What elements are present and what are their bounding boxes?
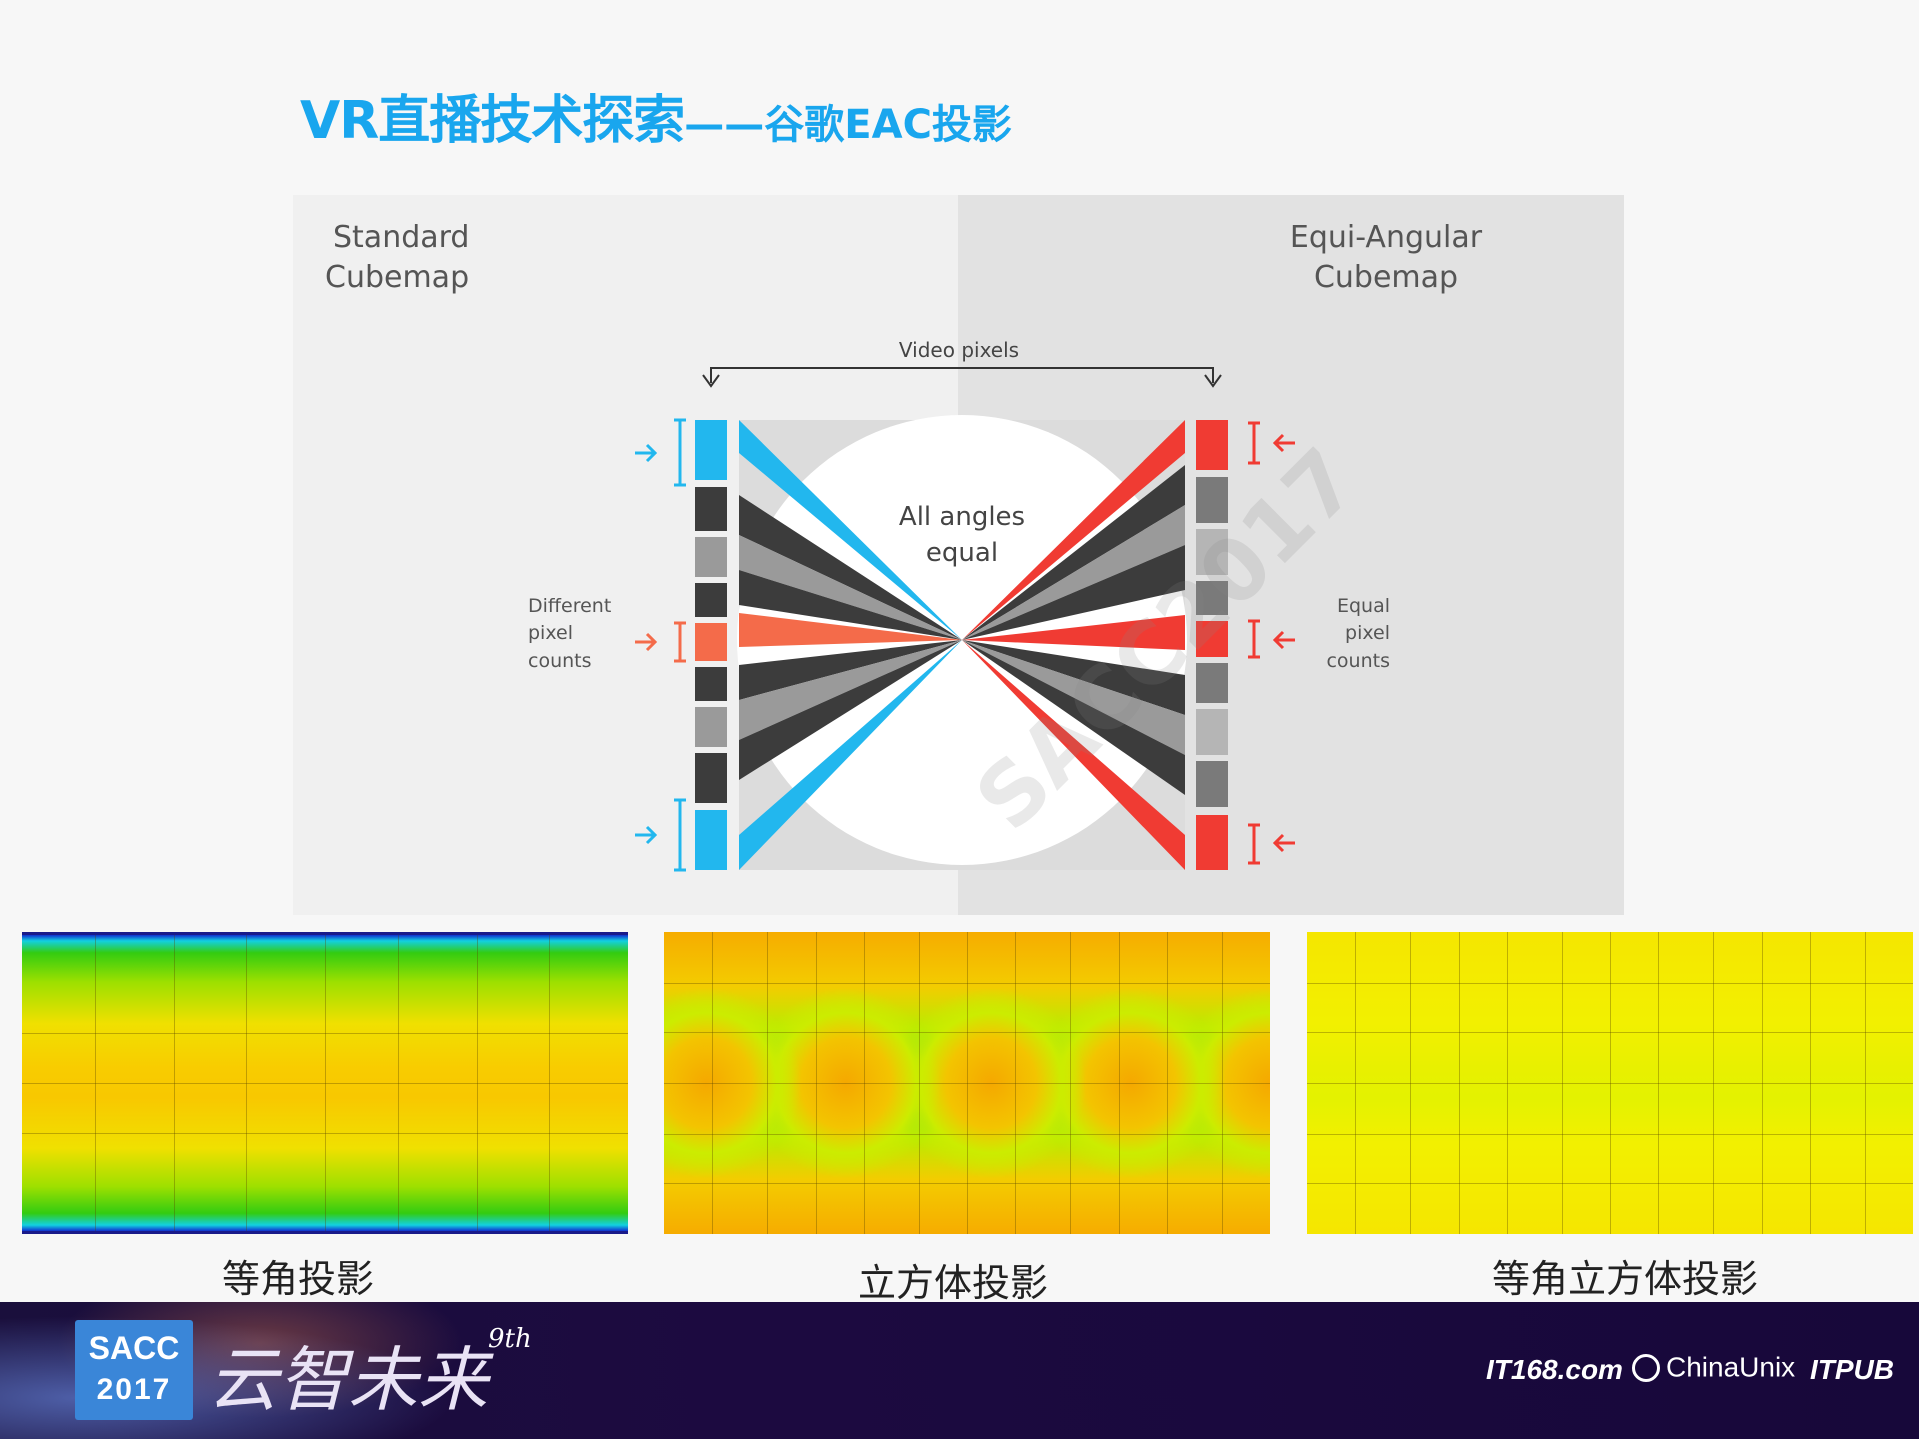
sacc-badge-line1: SACC [88,1330,180,1366]
right-heading-line1: Equi-Angular [1290,220,1483,255]
left-arrow-bottom-icon [635,825,658,845]
bracket-right-arrow-icon [1204,374,1222,388]
title-main: VR直播技术探索 [300,91,685,151]
right-pixel-column [1196,420,1228,870]
left-blue-top-marker [635,418,686,487]
sacc-badge-line2: 2017 [96,1373,172,1406]
left-heading-line2: Cubemap [325,260,469,295]
bracket-left-arrow-icon [702,374,720,388]
right-side-label-2: pixel [1345,622,1390,644]
title-sub: ——谷歌EAC投影 [684,102,1012,148]
right-arrow-bottom-icon [1272,833,1295,853]
sacc-badge: SACC 2017 [75,1320,193,1420]
page-title: VR直播技术探索——谷歌EAC投影 [300,78,1012,153]
right-arrow-top-icon [1272,433,1295,453]
left-arrow-mid-icon [635,632,658,652]
right-arrow-mid-icon [1272,630,1295,650]
slogan-sup: 9th [488,1324,532,1354]
logo-itpub: ITPUB [1810,1354,1894,1385]
heatmap-eac [1307,932,1913,1234]
chinaunix-circle-icon [1632,1353,1660,1382]
left-side-label-1: Different [528,595,611,617]
left-orange-mid-marker [635,621,686,663]
right-heading-line2: Cubemap [1314,260,1458,295]
right-side-label-3: counts [1326,650,1390,672]
caption-cubemap: 立方体投影 [858,1261,1049,1305]
video-pixels-bracket [710,367,1214,383]
left-blue-bottom-marker [635,798,686,872]
left-heading-line1: Standard [333,220,469,255]
caption-equirectangular: 等角投影 [222,1257,375,1301]
left-pixel-column [695,420,727,870]
right-side-label-1: Equal [1337,595,1390,617]
slogan-text: 云智未来 [208,1339,488,1421]
center-label-line2: equal [926,538,998,568]
logo-chinaunix-text: ChinaUnix [1666,1351,1796,1383]
left-arrow-top-icon [635,443,658,463]
left-fan [739,420,962,870]
video-pixels-label: Video pixels [899,338,1019,362]
logo-chinaunix: ChinaUnix [1632,1350,1795,1384]
heatmap-equirectangular [22,932,628,1234]
right-red-markers [1248,421,1295,865]
heatmap-cubemap [664,932,1270,1234]
right-fan [962,420,1185,870]
caption-eac: 等角立方体投影 [1492,1257,1759,1301]
footer-banner: SACC 2017 云智未来9th IT168.com ChinaUnix IT… [0,1302,1919,1439]
left-side-label-2: pixel [528,622,573,644]
eac-diagram: Standard Cubemap Equi-Angular Cubemap Vi… [293,195,1624,915]
slogan: 云智未来9th [208,1324,532,1425]
left-side-label-3: counts [528,650,592,672]
center-label-line1: All angles [899,502,1025,532]
logo-it168: IT168.com [1486,1354,1623,1385]
